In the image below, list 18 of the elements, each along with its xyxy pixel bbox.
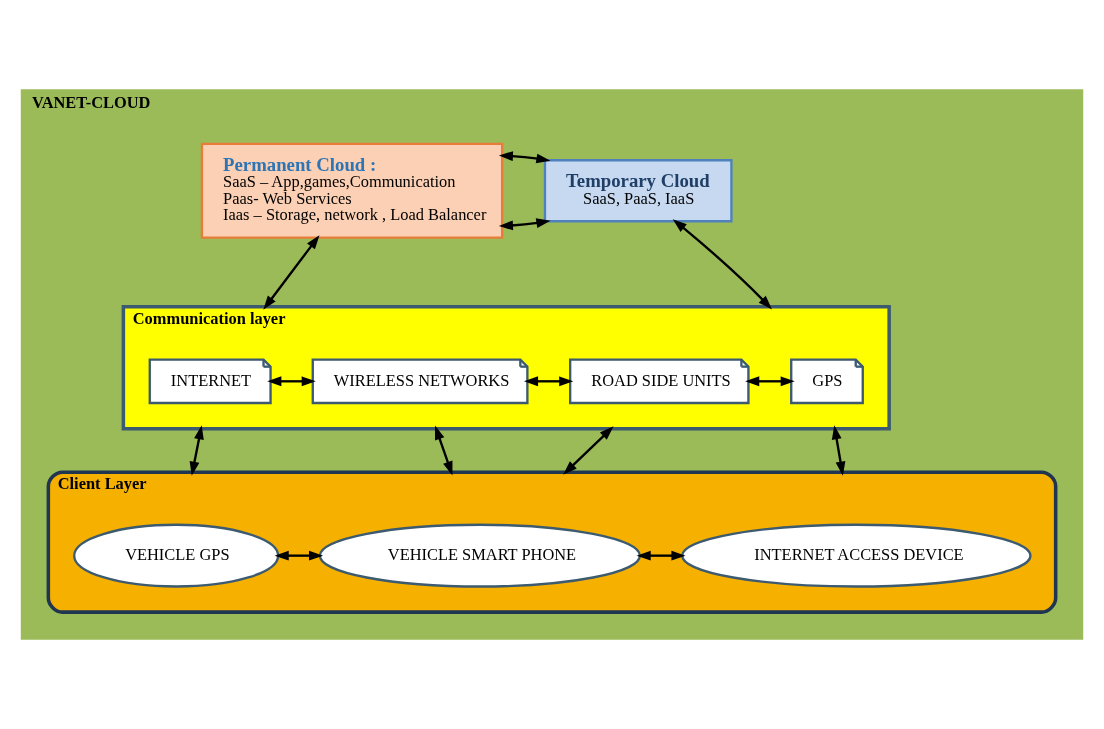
node-ellipse: VEHICLE SMART PHONE bbox=[318, 523, 642, 588]
arrow bbox=[274, 550, 324, 561]
node-ellipse: INTERNET ACCESS DEVICE bbox=[681, 523, 1032, 588]
node-ellipse: VEHICLE GPS bbox=[73, 523, 280, 588]
arrow bbox=[263, 235, 320, 310]
arrow bbox=[498, 151, 551, 164]
node-box: Permanent Cloud : SaaS – App,games,Communication Paas- Web Services Iaas – Storage, network , Load Balancer bbox=[200, 142, 504, 239]
arrow bbox=[831, 425, 846, 476]
arrow bbox=[435, 425, 453, 476]
arrow bbox=[524, 376, 574, 387]
arrow bbox=[563, 426, 614, 475]
node-box: Temporary Cloud SaaS, PaaS, IaaS bbox=[543, 159, 733, 223]
arrow bbox=[498, 218, 551, 231]
arrow bbox=[636, 550, 686, 561]
arrow bbox=[189, 425, 204, 476]
arrow bbox=[672, 219, 772, 310]
arrow bbox=[745, 376, 795, 387]
arrow bbox=[267, 376, 316, 387]
